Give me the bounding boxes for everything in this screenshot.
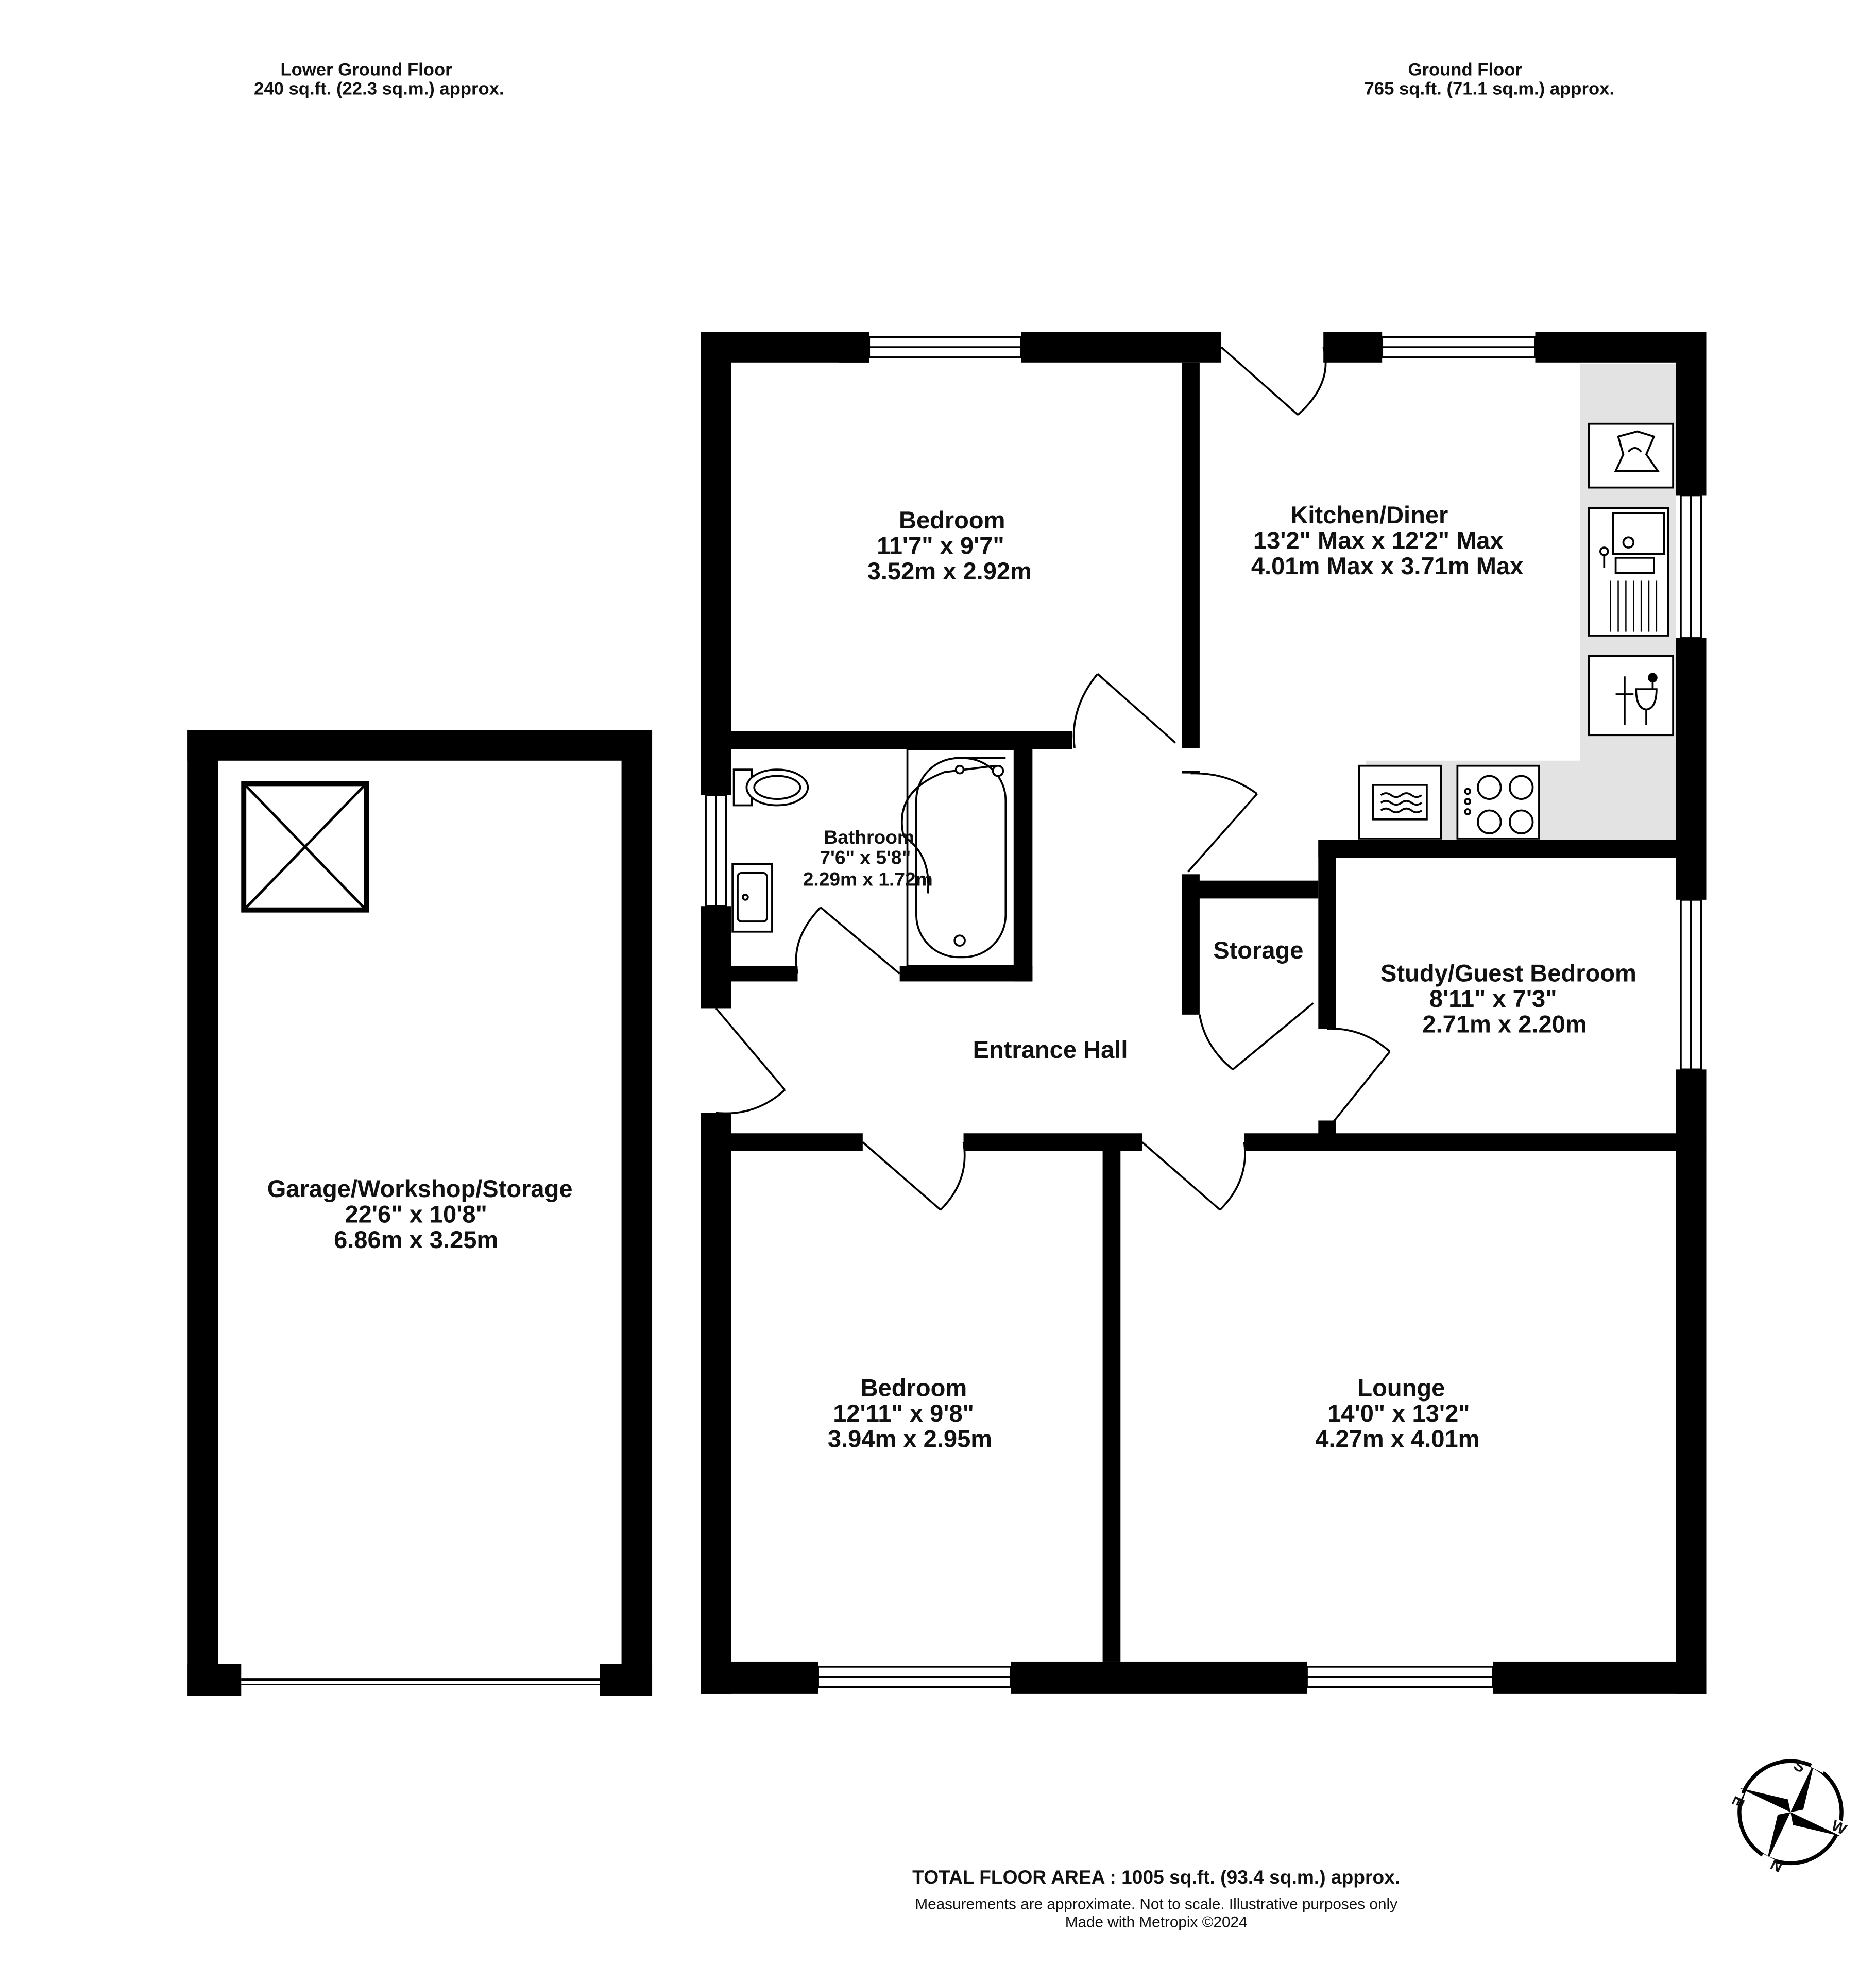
compass-icon: S W N E — [1725, 1754, 1851, 1876]
room-size-metric: 4.01m Max x 3.71m Max — [1251, 552, 1523, 579]
room-size-metric: 6.86m x 3.25m — [334, 1226, 498, 1253]
room-size-metric: 2.29m x 1.72m — [803, 868, 933, 890]
door-front — [715, 1007, 786, 1115]
room-storage: Storage — [1213, 936, 1303, 964]
house-walls — [701, 332, 1707, 1694]
room-name: Study/Guest Bedroom — [1380, 959, 1636, 986]
room-lounge: Lounge 14'0" x 13'2" 4.27m x 4.01m — [1315, 1374, 1479, 1453]
lower-floor-header: Lower Ground Floor 240 sq.ft. (22.3 sq.m… — [254, 60, 504, 98]
door-storage — [1199, 1002, 1314, 1070]
room-size-metric: 3.94m x 2.95m — [828, 1425, 992, 1453]
room-size-imperial: 7'6" x 5'8" — [820, 846, 911, 868]
total-floor-area: TOTAL FLOOR AREA : 1005 sq.ft. (93.4 sq.… — [912, 1866, 1400, 1888]
lower-floor-area: 240 sq.ft. (22.3 sq.m.) approx. — [254, 79, 504, 99]
room-size-imperial: 14'0" x 13'2" — [1327, 1399, 1470, 1427]
ground-floor-header: Ground Floor 765 sq.ft. (71.1 sq.m.) app… — [1365, 60, 1615, 98]
room-bathroom: Bathroom 7'6" x 5'8" 2.29m x 1.72m — [803, 826, 933, 890]
room-size-imperial: 13'2" Max x 12'2" Max — [1253, 527, 1504, 554]
door-bedroom-top — [1072, 673, 1176, 748]
room-name: Entrance Hall — [973, 1036, 1128, 1063]
bath-icon — [901, 748, 1016, 967]
ground-floor-name: Ground Floor — [1408, 60, 1522, 79]
room-bedroom-bottom: Bedroom 12'11" x 9'8" 3.94m x 2.95m — [828, 1374, 992, 1453]
room-name: Storage — [1213, 936, 1303, 964]
door-lounge — [1141, 1141, 1246, 1211]
door-kitchen-hall — [1187, 772, 1258, 873]
room-name: Kitchen/Diner — [1290, 501, 1448, 528]
garage-walls — [187, 730, 653, 1696]
room-name: Bathroom — [824, 826, 914, 848]
doors — [715, 346, 1391, 1211]
room-size-imperial: 8'11" x 7'3" — [1429, 985, 1557, 1012]
disclaimer: Measurements are approximate. Not to sca… — [915, 1896, 1397, 1913]
room-name: Bedroom — [899, 506, 1005, 534]
door-bathroom — [795, 907, 900, 975]
room-name: Lounge — [1357, 1374, 1445, 1402]
sink-icon — [1588, 507, 1669, 637]
credit: Made with Metropix ©2024 — [1065, 1913, 1248, 1930]
compass-e: E — [1728, 1793, 1748, 1810]
roof-light-icon — [241, 781, 369, 913]
toilet-icon — [732, 768, 809, 807]
door-bedroom-bottom — [862, 1141, 966, 1211]
compass-w: W — [1829, 1817, 1849, 1839]
door-kitchen-external — [1220, 346, 1327, 416]
room-name: Garage/Workshop/Storage — [267, 1175, 573, 1202]
washing-machine-icon — [1588, 422, 1674, 489]
room-size-imperial: 22'6" x 10'8" — [345, 1201, 487, 1228]
door-study — [1326, 1028, 1391, 1130]
room-size-metric: 3.52m x 2.92m — [867, 557, 1032, 585]
room-size-imperial: 11'7" x 9'7" — [877, 532, 1004, 559]
room-kitchen: Kitchen/Diner 13'2" Max x 12'2" Max 4.01… — [1251, 501, 1523, 579]
room-study: Study/Guest Bedroom 8'11" x 7'3" 2.71m x… — [1380, 959, 1636, 1037]
basin-icon — [731, 863, 773, 933]
room-size-imperial: 12'11" x 9'8" — [833, 1399, 974, 1427]
lower-floor-name: Lower Ground Floor — [280, 60, 452, 79]
room-bedroom-top: Bedroom 11'7" x 9'7" 3.52m x 2.92m — [867, 506, 1032, 585]
footer: TOTAL FLOOR AREA : 1005 sq.ft. (93.4 sq.… — [912, 1866, 1400, 1930]
room-garage: Garage/Workshop/Storage 22'6" x 10'8" 6.… — [267, 1175, 573, 1253]
hob-icon — [1456, 764, 1540, 840]
room-size-metric: 2.71m x 2.20m — [1422, 1011, 1587, 1038]
windows — [705, 336, 1702, 1688]
dishwasher-icon — [1588, 655, 1674, 737]
microwave-icon — [1358, 764, 1442, 840]
room-name: Bedroom — [861, 1374, 967, 1402]
room-hall: Entrance Hall — [973, 1036, 1128, 1063]
room-size-metric: 4.27m x 4.01m — [1315, 1425, 1479, 1453]
ground-floor-area: 765 sq.ft. (71.1 sq.m.) approx. — [1365, 79, 1615, 99]
